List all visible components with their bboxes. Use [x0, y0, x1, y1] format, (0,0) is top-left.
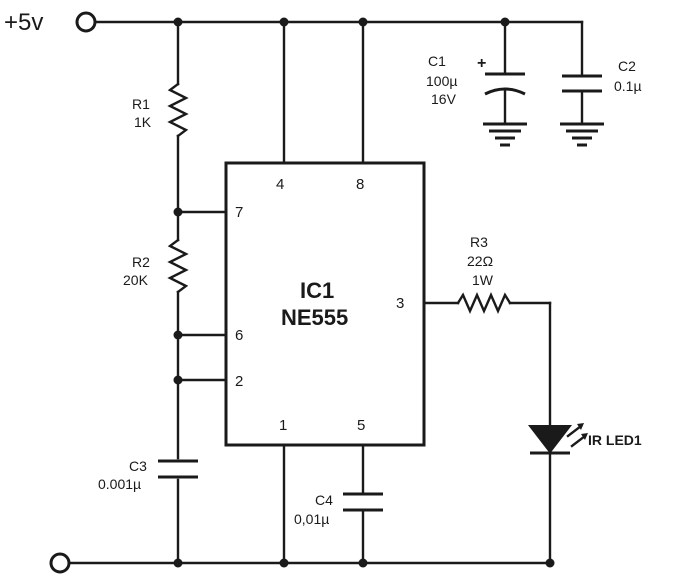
- led-triangle: [527, 425, 573, 454]
- pin-8-label: 8: [356, 176, 364, 193]
- junction-dot: [545, 558, 555, 568]
- r1-resistor: [167, 82, 189, 138]
- junction-dot: [173, 375, 183, 385]
- pin-1-label: 1: [279, 417, 287, 434]
- pin-3-label: 3: [396, 295, 404, 312]
- ic-name: IC1: [300, 278, 334, 303]
- led-name: IR LED1: [588, 432, 642, 448]
- ic-part: NE555: [281, 305, 348, 330]
- pin-6-label: 6: [235, 327, 243, 344]
- pin-4-label: 4: [276, 176, 284, 193]
- junction-dot: [358, 558, 368, 568]
- r3-power: 1W: [472, 272, 494, 288]
- ground-terminal: [49, 552, 71, 574]
- output-stage: R3 22Ω 1W IR LED1: [422, 234, 642, 568]
- junction-dot: [173, 558, 183, 568]
- positive-rail: +5v: [4, 9, 584, 36]
- c2-name: C2: [618, 58, 636, 74]
- c2-value: 0.1µ: [614, 78, 642, 94]
- c1-capacitor: + C1 100µ 16V: [426, 17, 527, 147]
- c3-name: C3: [129, 458, 147, 474]
- junction-dot: [173, 207, 183, 217]
- c2-capacitor: C2 0.1µ: [560, 20, 642, 147]
- r2-value: 20K: [123, 272, 149, 288]
- pin-7-label: 7: [235, 204, 243, 221]
- r1-name: R1: [132, 96, 150, 112]
- led-emission-arrows: [566, 423, 588, 448]
- c4-name: C4: [315, 492, 333, 508]
- pin-2-label: 2: [235, 373, 243, 390]
- timing-chain: R1 1K R2 20K C3 0.001µ: [98, 17, 228, 568]
- c1-plus-sign: +: [477, 55, 486, 72]
- junction-dot: [279, 17, 289, 27]
- c1-voltage: 16V: [431, 91, 457, 107]
- c3-value: 0.001µ: [98, 476, 141, 492]
- pin-5-label: 5: [357, 417, 365, 434]
- ic1-ne555: IC1 NE555 4 8 7 6 2 3 1 5: [224, 17, 426, 568]
- ic-body: [224, 161, 426, 447]
- junction-dot: [500, 17, 510, 27]
- r2-resistor: [167, 238, 189, 294]
- junction-dot: [358, 17, 368, 27]
- r1-value: 1K: [134, 114, 152, 130]
- supply-label: +5v: [4, 9, 43, 36]
- c1-value: 100µ: [426, 73, 457, 89]
- junction-dot: [173, 330, 183, 340]
- r3-name: R3: [470, 234, 488, 250]
- r3-value: 22Ω: [467, 253, 493, 269]
- r2-name: R2: [132, 254, 150, 270]
- junction-dot: [173, 17, 183, 27]
- ground-rail: [49, 552, 552, 574]
- c1-name: C1: [428, 53, 446, 69]
- c4-value: 0,01µ: [294, 511, 329, 527]
- supply-terminal: [75, 11, 97, 33]
- junction-dot: [279, 558, 289, 568]
- r3-resistor: [456, 292, 512, 314]
- c4-capacitor: C4 0,01µ: [294, 443, 383, 568]
